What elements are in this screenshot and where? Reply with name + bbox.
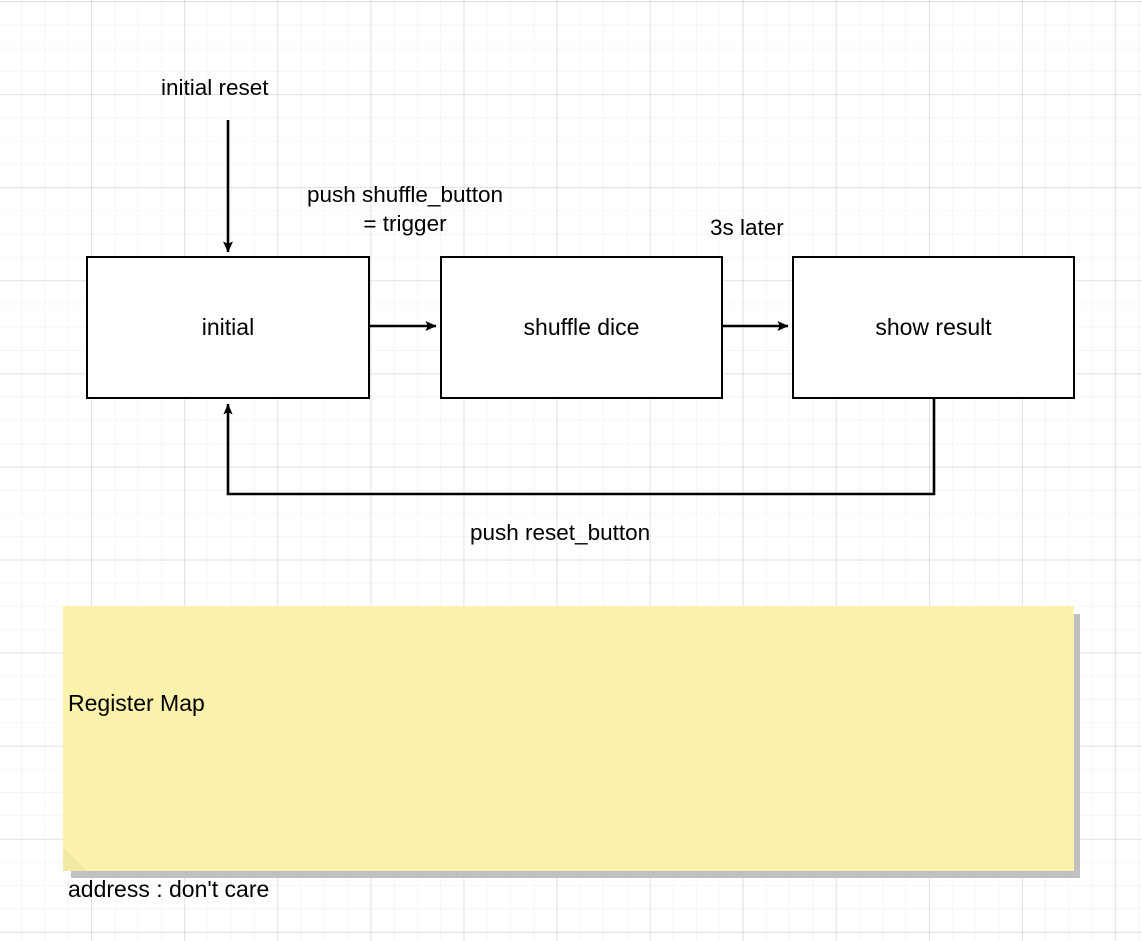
- note-line-address: address : don't care: [68, 875, 270, 902]
- state-label-show-result: show result: [875, 314, 992, 340]
- state-label-initial: initial: [201, 314, 255, 340]
- state-box-show-result[interactable]: show result: [792, 256, 1075, 399]
- state-label-shuffle-dice: shuffle dice: [523, 314, 640, 340]
- state-box-initial[interactable]: initial: [86, 256, 370, 399]
- edge-label-3s-later: 3s later: [710, 215, 784, 240]
- edge-label-push-reset-button: push reset_button: [470, 520, 651, 545]
- arrow-result-to-initial: [223, 398, 936, 496]
- register-map-note[interactable]: [63, 606, 1074, 871]
- state-box-shuffle-dice[interactable]: shuffle dice: [440, 256, 723, 399]
- note-heading: Register Map: [68, 690, 205, 717]
- register-map-note-text: Register Map address : don't care regist…: [68, 622, 1068, 941]
- edge-label-push-shuffle-button: push shuffle_button = trigger: [281, 181, 529, 239]
- edge-label-line2: = trigger: [363, 210, 447, 236]
- edge-label-line1: push shuffle_button: [307, 182, 503, 207]
- edge-label-initial-reset: initial reset: [161, 75, 269, 100]
- note-blank-line: [68, 785, 1068, 807]
